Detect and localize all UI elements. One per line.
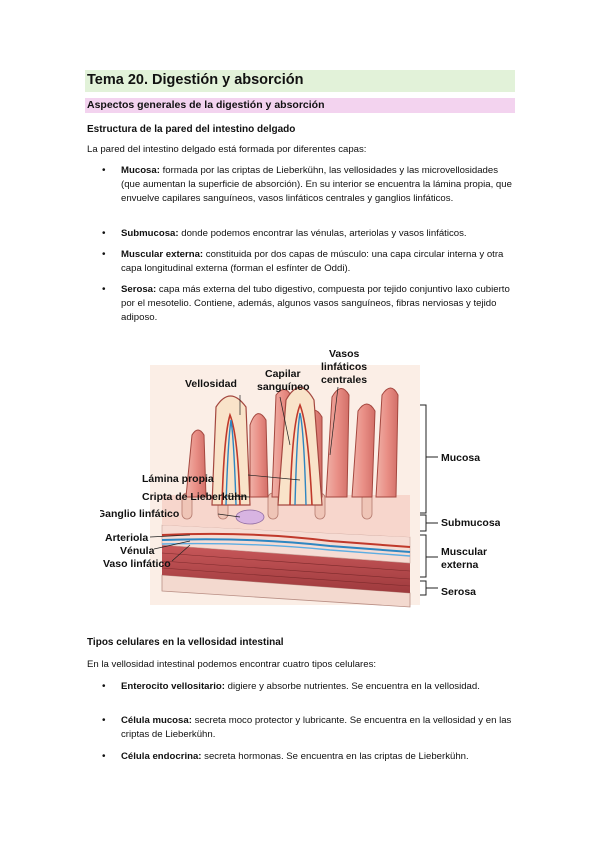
label-mucosa: Mucosa [441, 452, 480, 464]
intro-paragraph-structure: La pared del intestino delgado está form… [87, 144, 367, 155]
arteriole-capillary [289, 402, 313, 506]
callout-lines [149, 386, 339, 562]
subsection-heading-structure: Estructura de la pared del intestino del… [87, 124, 296, 135]
label-muscular-line1: Muscular [441, 546, 487, 558]
intro-paragraph-cell-types: En la vellosidad intestinal podemos enco… [87, 659, 377, 670]
label-serosa: Serosa [441, 586, 476, 598]
intestine-wall-illustration: Vellosidad Capilar sanguíneo Vasos linfá… [100, 348, 500, 608]
bullet-icon: • [102, 228, 106, 239]
lymph-vessel [161, 542, 411, 557]
muscle-fiber [161, 567, 411, 587]
definition: constituida por dos capas de músculo: un… [121, 249, 504, 274]
definition: formada por las criptas de Lieberkühn, l… [121, 165, 512, 204]
arteriole-capillary [221, 412, 241, 506]
definition: donde podemos encontrar las vénulas, art… [178, 228, 467, 239]
term: Célula mucosa: [121, 715, 192, 726]
label-vaso-linfatico: Vaso linfático [103, 558, 171, 570]
list-item: • Célula endocrina: secreta hormonas. Se… [102, 750, 512, 764]
subsection-heading-cell-types: Tipos celulares en la vellosidad intesti… [87, 637, 284, 648]
muscle-fiber [161, 560, 411, 580]
label-ganglio: Ganglio linfático [100, 508, 179, 520]
term: Enterocito vellositario: [121, 681, 225, 692]
list-item: • Mucosa: formada por las criptas de Lie… [102, 164, 512, 220]
term: Célula endocrina: [121, 751, 202, 762]
label-vellosidad: Vellosidad [185, 378, 237, 390]
section-heading: Aspectos generales de la digestión y abs… [87, 99, 325, 111]
label-capilar-line2: sanguíneo [257, 381, 310, 393]
arteriole [161, 532, 411, 548]
list-item: • Submucosa: donde podemos encontrar las… [102, 227, 512, 241]
bullet-icon: • [102, 751, 106, 762]
label-venula: Vénula [120, 545, 155, 557]
label-capilar-line1: Capilar [265, 368, 301, 380]
section-bar: Aspectos generales de la digestión y abs… [85, 98, 515, 113]
label-vasos-line3: centrales [321, 374, 367, 386]
term: Mucosa: [121, 165, 160, 176]
definition: secreta hormonas. Se encuentra en las cr… [201, 751, 469, 762]
label-lamina-propia: Lámina propia [142, 473, 214, 485]
title-bar: Tema 20. Digestión y absorción [85, 70, 515, 92]
bullet-icon: • [102, 284, 106, 295]
definition: digiere y absorbe nutrientes. Se encuent… [224, 681, 480, 692]
lymph-vessel [225, 419, 237, 506]
lymph-node [235, 509, 265, 525]
label-vasos-line2: linfáticos [321, 361, 367, 373]
term: Muscular externa: [121, 249, 204, 260]
label-cripta: Cripta de Lieberkühn [142, 491, 247, 503]
bullet-icon: • [102, 165, 106, 176]
term: Serosa: [121, 284, 157, 295]
label-arteriola: Arteriola [105, 532, 148, 544]
bullet-icon: • [102, 681, 106, 692]
definition: capa más externa del tubo digestivo, com… [121, 284, 510, 323]
layer-brackets [420, 404, 438, 596]
muscle-fiber [161, 552, 411, 572]
page-title: Tema 20. Digestión y absorción [87, 72, 304, 88]
serosa-layer [161, 574, 411, 608]
bullet-icon: • [102, 249, 106, 260]
list-item: • Muscular externa: constituida por dos … [102, 248, 512, 276]
list-item: • Enterocito vellositario: digiere y abs… [102, 680, 512, 708]
label-submucosa: Submucosa [441, 517, 500, 529]
lymph-vessel [294, 412, 307, 506]
list-item: • Serosa: capa más externa del tubo dige… [102, 283, 512, 325]
label-vasos-line1: Vasos [329, 348, 360, 360]
venule [161, 538, 411, 553]
definition: secreta moco protector y lubricante. Se … [121, 715, 512, 740]
bullet-icon: • [102, 715, 106, 726]
label-muscular-line2: externa [441, 559, 479, 571]
villus-section [211, 395, 251, 506]
list-item: • Célula mucosa: secreta moco protector … [102, 714, 512, 742]
term: Submucosa: [121, 228, 179, 239]
muscular-layer [162, 545, 410, 593]
